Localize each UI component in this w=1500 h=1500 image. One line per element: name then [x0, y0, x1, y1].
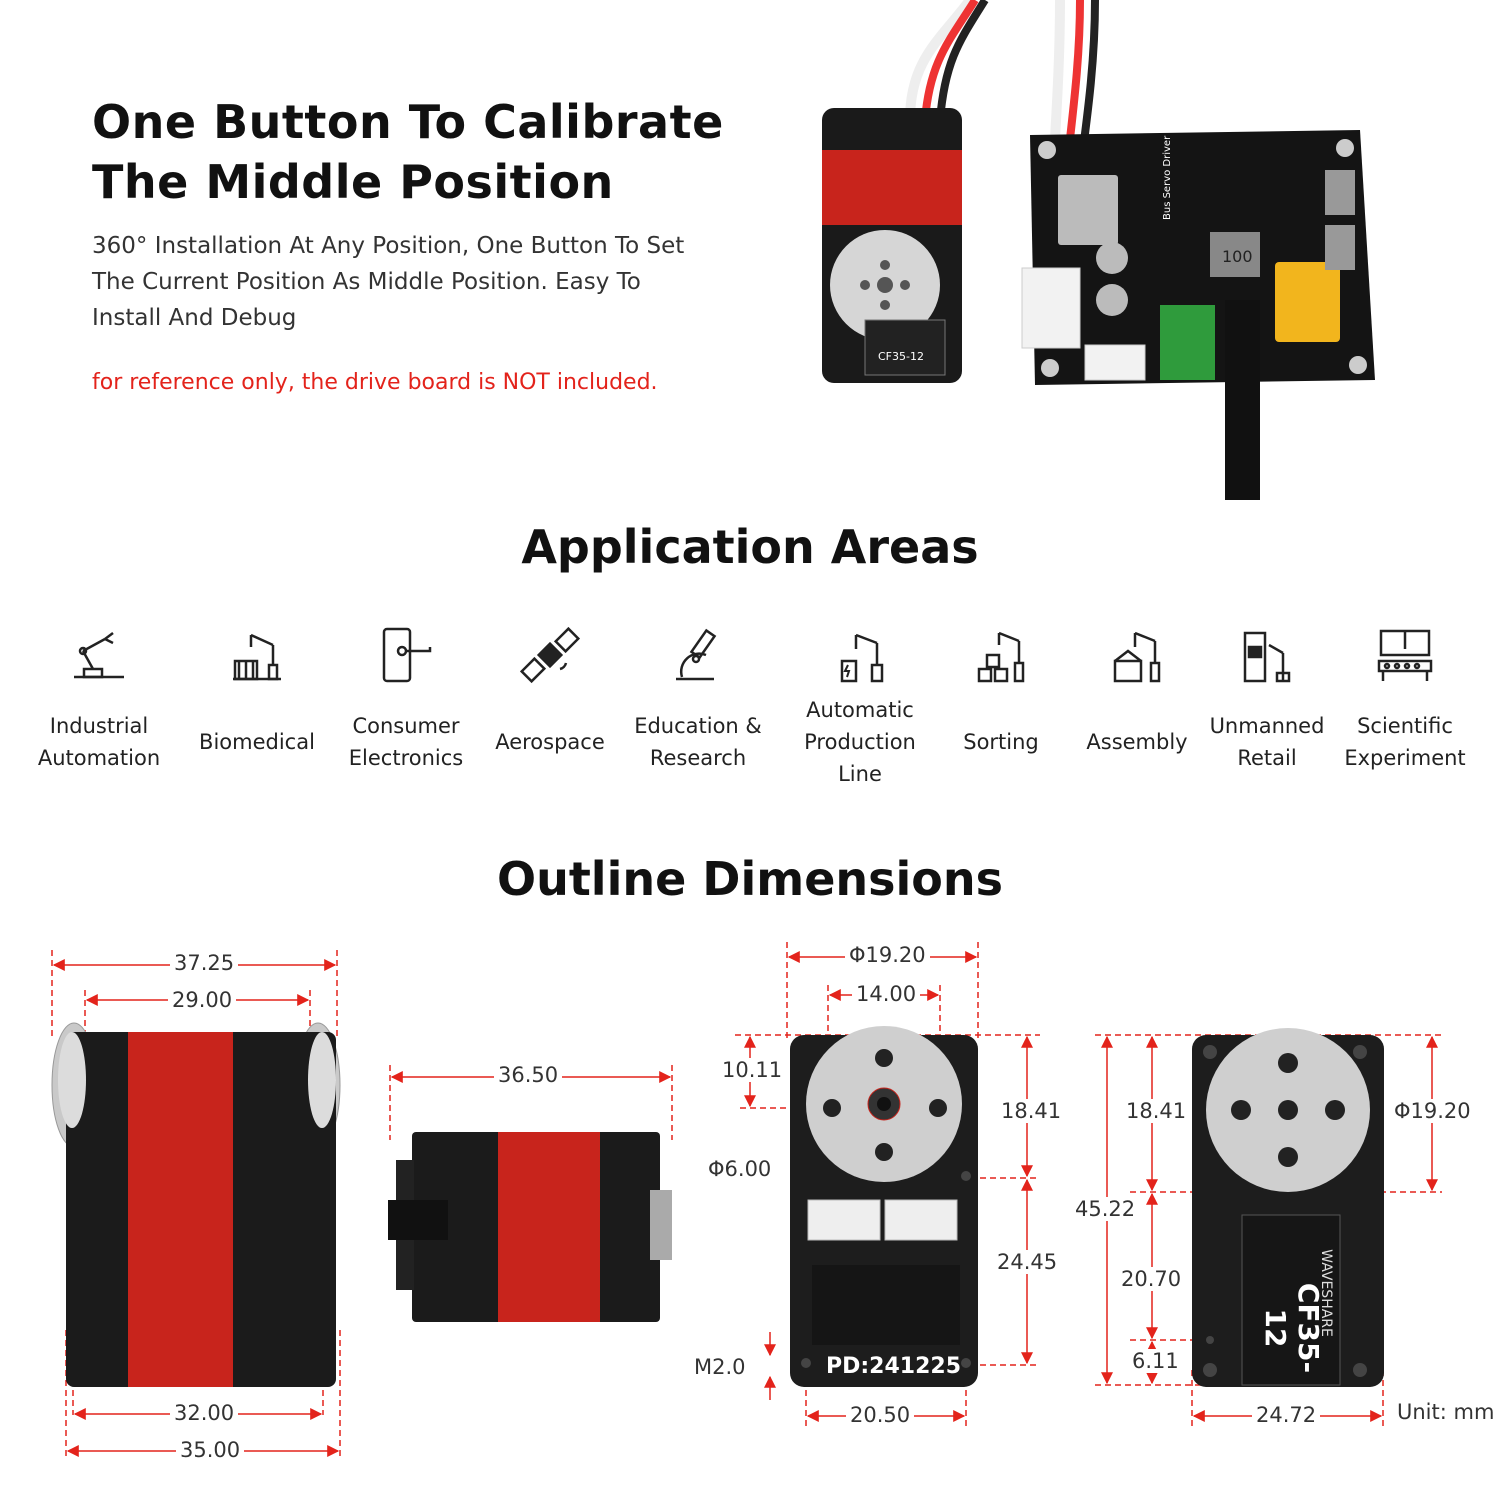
sorting-robot-icon [977, 631, 1025, 683]
dim-back-total: 45.22 [1071, 1197, 1140, 1221]
dim-front-bottom-inner: 32.00 [170, 1401, 239, 1425]
product-photo: 100 Bus Servo Driver HAT (A) CF35-12 [822, 0, 1375, 500]
dim-back-horn: Φ19.20 [1390, 1099, 1475, 1123]
hero-desc-line3: Install And Debug [92, 305, 297, 331]
application-label: Aerospace [495, 730, 605, 754]
hero-desc-line1: 360° Installation At Any Position, One B… [92, 233, 685, 259]
retail-robot-icon [1243, 631, 1291, 683]
assembly-robot-icon [1113, 631, 1161, 683]
dim-back-width: 24.72 [1252, 1403, 1321, 1427]
application-label: Consumer Electronics [348, 714, 464, 770]
dim-back-top: 18.41 [1122, 1099, 1191, 1123]
hero-title-line1: One Button To Calibrate [92, 95, 724, 149]
application-item: Industrial Automation [24, 620, 174, 782]
hero-title: One Button To Calibrate The Middle Posit… [92, 92, 724, 212]
applications-title: Application Areas [521, 520, 979, 574]
servo-label: CF35-12 [878, 350, 924, 363]
door-lock-icon [382, 627, 432, 683]
board-label: Bus Servo Driver HAT (A) [1162, 95, 1173, 220]
application-label: Unmanned Retail [1209, 714, 1325, 770]
hero-title-line2: The Middle Position [92, 155, 614, 209]
dimension-drawings [51, 942, 1442, 1460]
dim-hole-span: 14.00 [852, 982, 921, 1006]
unit-label: Unit: mm [1397, 1400, 1495, 1424]
dim-back-mid: 20.70 [1117, 1267, 1186, 1291]
back-model-label: CF35-12 [1259, 1282, 1325, 1374]
application-item: Unmanned Retail [1192, 620, 1342, 782]
dim-mid-height: 24.45 [993, 1250, 1062, 1274]
front-view [51, 1022, 341, 1387]
production-robot-icon [840, 633, 884, 683]
dim-m2: M2.0 [690, 1355, 750, 1379]
hero-note: for reference only, the drive board is N… [92, 370, 658, 395]
inductor-label: 100 [1222, 247, 1253, 266]
application-item: Scientific Experiment [1330, 620, 1480, 782]
side-view [388, 1132, 672, 1322]
dim-side-length: 36.50 [494, 1063, 563, 1087]
experiment-machine-icon [1377, 629, 1433, 681]
dim-front-inner-width: 29.00 [168, 988, 237, 1012]
application-item: Biomedical [182, 620, 332, 782]
application-label: Education & Research [634, 714, 762, 770]
application-label: Sorting [963, 730, 1039, 754]
application-label: Scientific Experiment [1344, 714, 1466, 770]
application-label: Assembly [1086, 730, 1188, 754]
application-item: Consumer Electronics [331, 620, 481, 782]
dim-horn-diameter: Φ19.20 [845, 943, 930, 967]
dim-shaft-diameter: Φ6.00 [704, 1157, 776, 1181]
top-view [790, 1026, 978, 1387]
application-item: Assembly [1062, 620, 1212, 782]
application-label: Industrial Automation [37, 714, 161, 770]
application-label: Automatic Production Line [804, 698, 916, 786]
lab-robot-icon [233, 633, 281, 681]
microscope-icon [676, 628, 717, 681]
application-item: Sorting [926, 620, 1076, 782]
pd-label: PD:241225 [826, 1354, 962, 1379]
robot-arm-icon [74, 632, 124, 679]
application-item: Education & Research [623, 620, 773, 782]
back-brand-label: WAVESHARE [1318, 1249, 1334, 1337]
back-view [1192, 1028, 1384, 1387]
dim-offset: 10.11 [718, 1058, 787, 1082]
dimensions-title: Outline Dimensions [496, 852, 1004, 906]
dim-front-outer-width: 37.25 [170, 951, 239, 975]
dim-bottom-width: 20.50 [846, 1403, 915, 1427]
dim-front-bottom-outer: 35.00 [176, 1438, 245, 1462]
hero-description: 360° Installation At Any Position, One B… [92, 228, 684, 336]
satellite-icon [520, 626, 580, 684]
dim-back-low: 6.11 [1128, 1349, 1183, 1373]
application-item: Aerospace [475, 620, 625, 782]
dim-top-height: 18.41 [997, 1099, 1066, 1123]
application-item: Automatic Production Line [785, 620, 935, 786]
application-label: Biomedical [199, 730, 315, 754]
hero-desc-line2: The Current Position As Middle Position.… [92, 269, 641, 295]
